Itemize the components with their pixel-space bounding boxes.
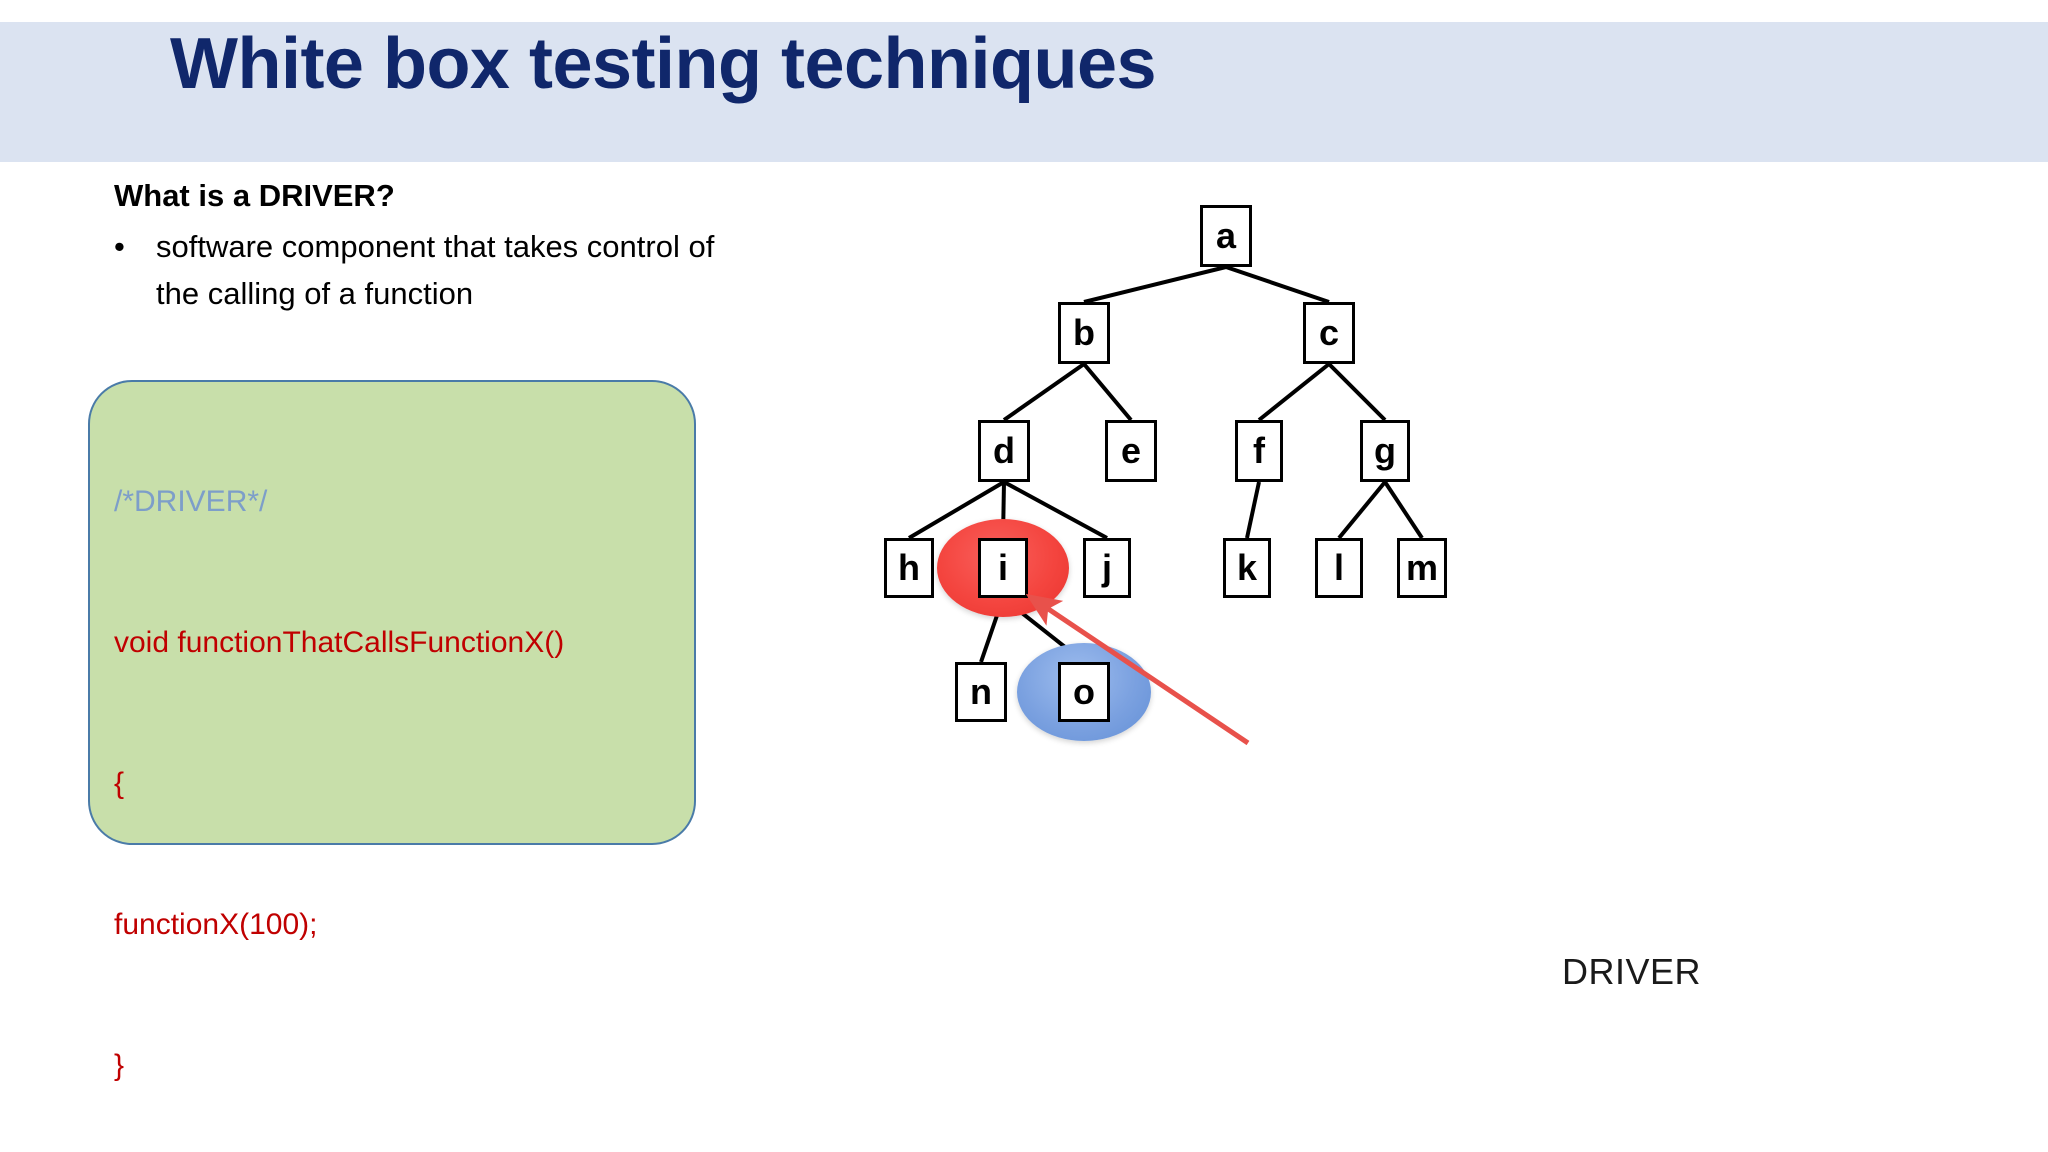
- tree-edge-g-l: [1337, 480, 1387, 540]
- tree-node-label: j: [1101, 547, 1112, 588]
- tree-node-label: m: [1405, 547, 1438, 588]
- tree-node-label: f: [1253, 430, 1265, 471]
- list-item: • software component that takes control …: [114, 224, 874, 317]
- tree-node-h[interactable]: h: [884, 538, 934, 598]
- code-line-3: functionX(100);: [114, 908, 318, 941]
- tree-node-label: d: [993, 430, 1015, 471]
- page-title: White box testing techniques: [170, 24, 1157, 104]
- tree-node-e[interactable]: e: [1105, 420, 1157, 482]
- tree-edge-a-b: [1083, 265, 1227, 304]
- tree-node-label: a: [1215, 215, 1237, 256]
- tree-node-d[interactable]: d: [978, 420, 1030, 482]
- code-line-2: {: [114, 767, 125, 800]
- tree-node-label: n: [970, 671, 992, 712]
- list-item-line-2: the calling of a function: [156, 275, 474, 311]
- bullet-list: • software component that takes control …: [114, 224, 874, 317]
- tree-node-label: k: [1236, 547, 1258, 588]
- tree-node-label: h: [898, 547, 920, 588]
- tree-node-b[interactable]: b: [1058, 302, 1110, 364]
- list-item-line-1: software component that takes control of: [156, 229, 715, 264]
- tree-node-label: o: [1073, 671, 1095, 712]
- tree-node-n[interactable]: n: [955, 662, 1007, 722]
- tree-edge-d-j: [1003, 480, 1108, 540]
- tree-node-label: c: [1318, 312, 1340, 353]
- bullet-dot-icon: •: [114, 229, 125, 264]
- tree-node-j[interactable]: j: [1083, 538, 1131, 598]
- tree-node-o[interactable]: o: [1058, 662, 1110, 722]
- code-snippet-box: [88, 380, 696, 845]
- code-line-0: /*DRIVER*/: [114, 485, 268, 518]
- code-snippet-text: /*DRIVER*/ void functionThatCallsFunctio…: [114, 384, 714, 1152]
- driver-arrow-icon: [1025, 593, 1250, 746]
- tree-node-k[interactable]: k: [1223, 538, 1271, 598]
- question-heading: What is a DRIVER?: [114, 178, 395, 213]
- tree-node-label: e: [1120, 430, 1142, 471]
- tree-node-label: l: [1333, 547, 1344, 588]
- tree-edge-b-d: [1002, 362, 1086, 422]
- tree-edge-f-k: [1245, 481, 1261, 539]
- tree-node-c[interactable]: c: [1303, 302, 1355, 364]
- call-tree-diagram: a b c d e f g h i j k l m n o: [860, 180, 1870, 800]
- tree-edges-layer: [907, 265, 1424, 664]
- code-line-4: }: [114, 1049, 125, 1082]
- tree-node-a[interactable]: a: [1200, 205, 1252, 267]
- tree-edge-c-f: [1257, 362, 1331, 422]
- tree-node-g[interactable]: g: [1360, 420, 1410, 482]
- tree-node-label: g: [1374, 430, 1396, 471]
- list-item-text: software component that takes control of…: [156, 224, 874, 317]
- tree-node-f[interactable]: f: [1235, 420, 1283, 482]
- tree-node-label: b: [1073, 312, 1095, 353]
- tree-edge-g-m: [1383, 480, 1424, 540]
- tree-node-label: i: [997, 547, 1008, 588]
- driver-annotation-label: DRIVER: [1562, 951, 1702, 992]
- tree-edge-b-e: [1082, 362, 1133, 422]
- tree-edge-d-h: [907, 480, 1006, 540]
- tree-node-i[interactable]: i: [978, 538, 1028, 598]
- tree-edge-a-c: [1225, 265, 1330, 304]
- code-line-1: void functionThatCallsFunctionX(): [114, 626, 565, 659]
- title-band: [0, 22, 2048, 162]
- tree-edge-c-g: [1327, 362, 1387, 422]
- tree-node-m[interactable]: m: [1397, 538, 1447, 598]
- tree-node-l[interactable]: l: [1315, 538, 1363, 598]
